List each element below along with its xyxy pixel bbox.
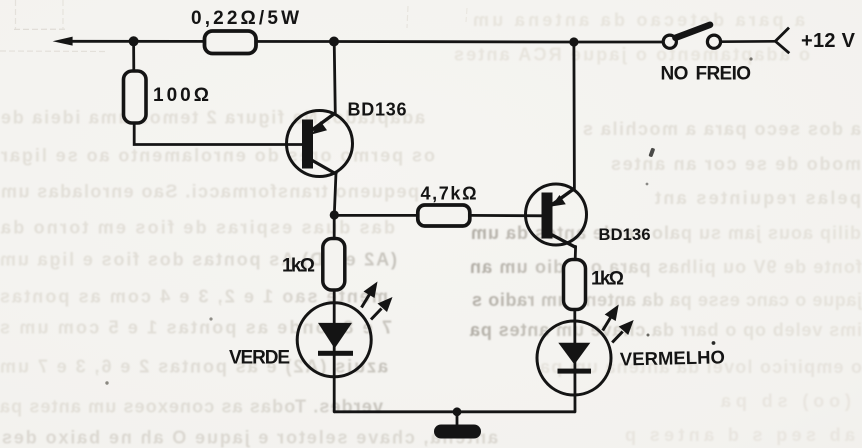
svg-text:NO FREIO: NO FREIO: [661, 64, 752, 85]
svg-text:BD136: BD136: [348, 100, 407, 120]
svg-text:antena, chave seletor e jaque: antena, chave seletor e jaque O ah ne ba…: [2, 428, 498, 448]
svg-text:os permo ores do enrolamento a: os permo ores do enrolamento ao se ligar: [1, 146, 435, 166]
svg-text:fonte de 9V ou pilhas para o r: fonte de 9V ou pilhas para o radio um an: [470, 257, 862, 277]
svg-text:7 e 8, onde as pontas 1 e 5 co: 7 e 8, onde as pontas 1 e 5 com um s: [0, 318, 392, 338]
svg-text:a para detecao da antena um: a para detecao da antena um: [473, 10, 805, 30]
svg-text:dilip aous jam su palo verde a: dilip aous jam su palo verde antes da um: [471, 223, 861, 243]
svg-text:modo de se cor an antes: modo de se cor an antes: [611, 154, 861, 174]
svg-text:1kΩ: 1kΩ: [591, 269, 624, 290]
svg-text:das duas espiras de fios em to: das duas espiras de fios em torno da: [0, 218, 395, 238]
svg-text:azuis (A2) e as pontas 2 e 6,: azuis (A2) e as pontas 2 e 6, 3 e 7 um: [0, 357, 388, 377]
svg-text:4,7kΩ: 4,7kΩ: [421, 183, 477, 203]
svg-text:BD136: BD136: [599, 226, 651, 244]
svg-text:(oo) sb pa: (oo) sb pa: [720, 391, 851, 411]
svg-text:VERDE: VERDE: [229, 348, 290, 369]
svg-text:mente sao 1 e 2, 3 e 4 com as: mente sao 1 e 2, 3 e 4 com as pontas: [0, 287, 388, 307]
svg-text:a dos seco para a mochila s: a dos seco para a mochila s: [583, 119, 861, 139]
svg-text:o adaptamento o jaque RCA ante: o adaptamento o jaque RCA antes: [454, 45, 810, 65]
svg-text:jaque o canc esse pa da antena: jaque o canc esse pa da antena um radio …: [472, 290, 862, 310]
svg-text:VERMELHO: VERMELHO: [620, 346, 725, 369]
svg-text:100Ω: 100Ω: [153, 85, 209, 106]
svg-text:ims veleb op o barr da chave u: ims veleb op o barr da chave um antes pa: [469, 320, 862, 340]
svg-text:1kΩ: 1kΩ: [282, 255, 315, 276]
svg-text:verdes. Todas as conexoes um a: verdes. Todas as conexoes um antes pa: [0, 397, 383, 417]
svg-text:(A2 e VD) As pontas dos fios e: (A2 e VD) As pontas dos fios e liga um: [0, 250, 397, 270]
svg-text:0,22Ω/5W: 0,22Ω/5W: [191, 8, 299, 29]
svg-text:pelas requintes ant: pelas requintes ant: [655, 188, 861, 208]
svg-text:pequeno transformacci. Sao enr: pequeno transformacci. Sao enroladas um: [1, 182, 419, 202]
svg-text:o empirico lovel da antena um: o empirico lovel da antena um pa: [539, 357, 862, 377]
svg-text:+12 V: +12 V: [801, 30, 856, 52]
